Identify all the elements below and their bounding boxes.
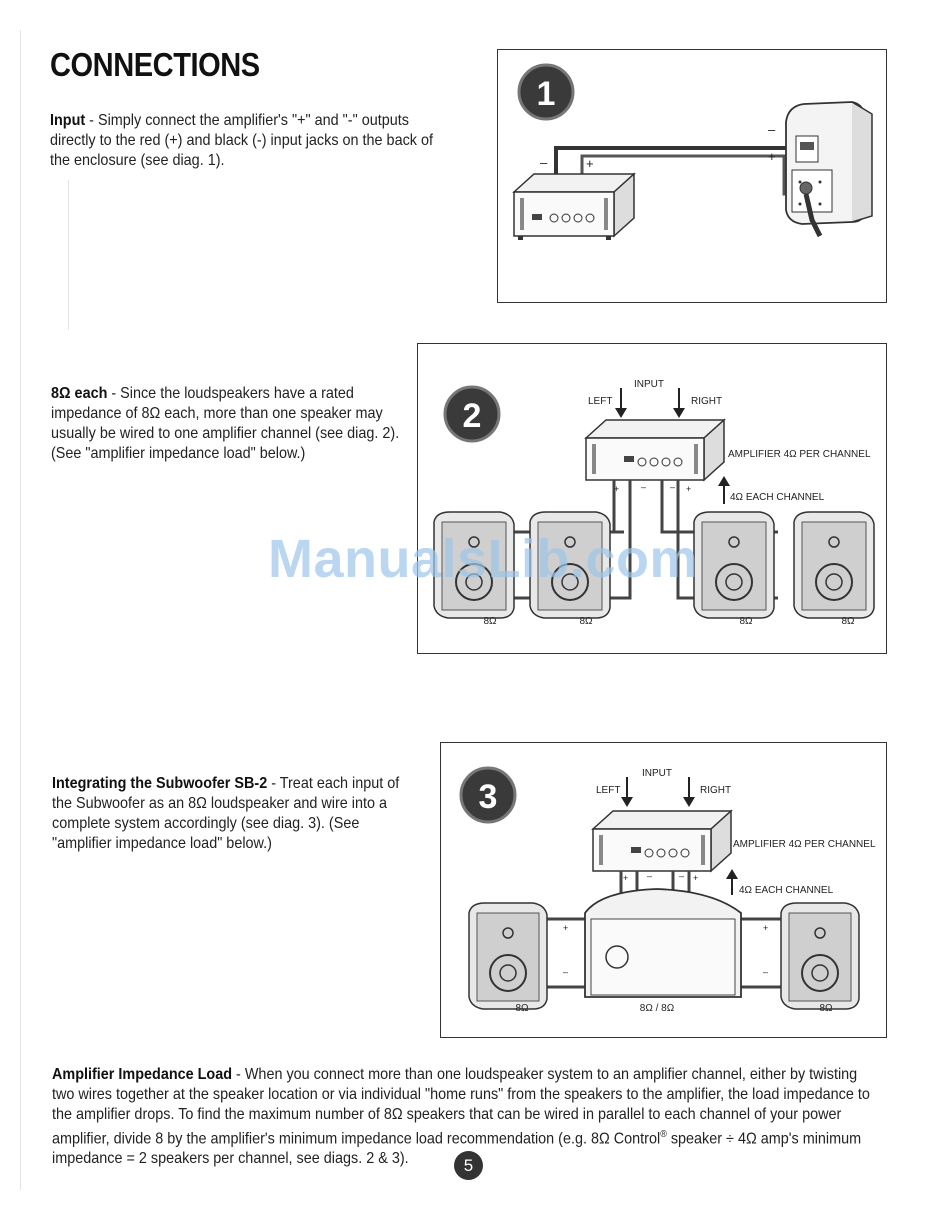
diagram-2-drawing: 2 INPUT LEFT RIGHT AMPLIFIER 4Ω PER CHAN… (433, 379, 875, 627)
minus-label: – (647, 871, 652, 881)
channel-label: 4Ω EACH CHANNEL (739, 885, 834, 896)
page-number: 5 (454, 1151, 483, 1180)
speaker-icon (529, 511, 611, 619)
margin-rule (20, 30, 21, 1190)
diagram-3: 3 INPUT LEFT RIGHT AMPLIFIER 4Ω PER CHAN… (440, 742, 887, 1038)
left-label: LEFT (596, 785, 620, 796)
plus-label: + (623, 873, 628, 883)
eight-ohm-paragraph: 8Ω each - Since the loudspeakers have a … (51, 384, 402, 464)
diagram-number: 3 (479, 778, 498, 816)
speaker-impedance-label: 8Ω (579, 616, 593, 627)
input-text: - Simply connect the amplifier's "+" and… (50, 112, 433, 169)
impedance-text-end: speaker ÷ 4Ω amp's minimum impedance = 2… (52, 1130, 862, 1168)
diagram-number: 1 (537, 75, 556, 113)
speaker-impedance-label: 8Ω (819, 1003, 833, 1014)
impedance-label: Amplifier Impedance Load (52, 1066, 233, 1083)
diagram-1-drawing: 1 – + – + (512, 63, 873, 240)
plus-label: + (763, 923, 768, 933)
speaker-icon (433, 511, 515, 619)
minus-right-label: – (768, 122, 776, 137)
speaker-impedance-label: 8Ω (841, 616, 855, 627)
amplifier-label: AMPLIFIER 4Ω PER CHANNEL (728, 449, 871, 460)
amplifier-icon (584, 418, 726, 482)
plus-label: + (614, 484, 619, 494)
minus-label: – (679, 871, 684, 881)
right-label: RIGHT (700, 785, 731, 796)
input-paragraph: Input - Simply connect the amplifier's "… (50, 111, 455, 171)
minus-left-label: – (540, 155, 548, 170)
diagram-2: 2 INPUT LEFT RIGHT AMPLIFIER 4Ω PER CHAN… (417, 343, 887, 654)
diagram-number-badge (459, 766, 517, 824)
diagram-number-badge (443, 385, 501, 443)
right-input-arrow (683, 777, 695, 807)
right-input-arrow (673, 388, 685, 418)
diagram-number: 2 (463, 397, 482, 435)
diagram-3-drawing: 3 INPUT LEFT RIGHT AMPLIFIER 4Ω PER CHAN… (459, 766, 876, 1014)
speaker-impedance-label: 8Ω (739, 616, 753, 627)
diagram-number-badge (517, 63, 575, 121)
speaker-icon (693, 511, 775, 619)
minus-label: – (670, 482, 675, 492)
speaker-impedance-label: 8Ω (515, 1003, 529, 1014)
impedance-text: - When you connect more than one loudspe… (52, 1066, 870, 1148)
plus-label: + (693, 873, 698, 883)
speaker-icon (780, 902, 860, 1010)
amplifier-label: AMPLIFIER 4Ω PER CHANNEL (733, 839, 876, 850)
amplifier-icon (591, 809, 733, 873)
subwoofer-text: - Treat each input of the Subwoofer as a… (52, 775, 400, 852)
speaker-back-icon (785, 101, 873, 238)
input-label: INPUT (634, 379, 664, 390)
subwoofer-label: Integrating the Subwoofer SB-2 (52, 775, 268, 792)
registered-mark: ® (660, 1129, 667, 1140)
left-label: LEFT (588, 396, 612, 407)
subwoofer-impedance-label: 8Ω / 8Ω (640, 1003, 675, 1014)
plus-right-label: + (768, 149, 776, 164)
input-label: Input (50, 112, 86, 129)
page-title: CONNECTIONS (50, 46, 260, 83)
channel-label: 4Ω EACH CHANNEL (730, 492, 825, 503)
input-label: INPUT (642, 768, 672, 779)
speaker-icon (793, 511, 875, 619)
eight-ohm-label: 8Ω each (51, 385, 108, 402)
margin-rule (68, 180, 69, 330)
minus-label: – (641, 482, 646, 492)
subwoofer-icon (584, 888, 742, 998)
watermark: ManualsLib.com (268, 529, 699, 589)
plus-left-label: + (586, 156, 594, 171)
diagram-1: 1 – + – + (497, 49, 887, 303)
right-label: RIGHT (691, 396, 722, 407)
impedance-paragraph: Amplifier Impedance Load - When you conn… (52, 1065, 876, 1169)
eight-ohm-text: - Since the loudspeakers have a rated im… (51, 385, 400, 462)
minus-label: – (563, 967, 568, 977)
plus-label: + (563, 923, 568, 933)
amplifier-icon (512, 172, 636, 240)
minus-label: – (763, 967, 768, 977)
left-input-arrow (621, 777, 633, 807)
left-input-arrow (615, 388, 627, 418)
channel-arrow (718, 476, 730, 504)
channel-arrow (726, 869, 738, 895)
speaker-icon (468, 902, 548, 1010)
speaker-impedance-label: 8Ω (483, 616, 497, 627)
subwoofer-paragraph: Integrating the Subwoofer SB-2 - Treat e… (52, 774, 421, 854)
plus-label: + (686, 484, 691, 494)
speaker-wiring (545, 871, 791, 989)
